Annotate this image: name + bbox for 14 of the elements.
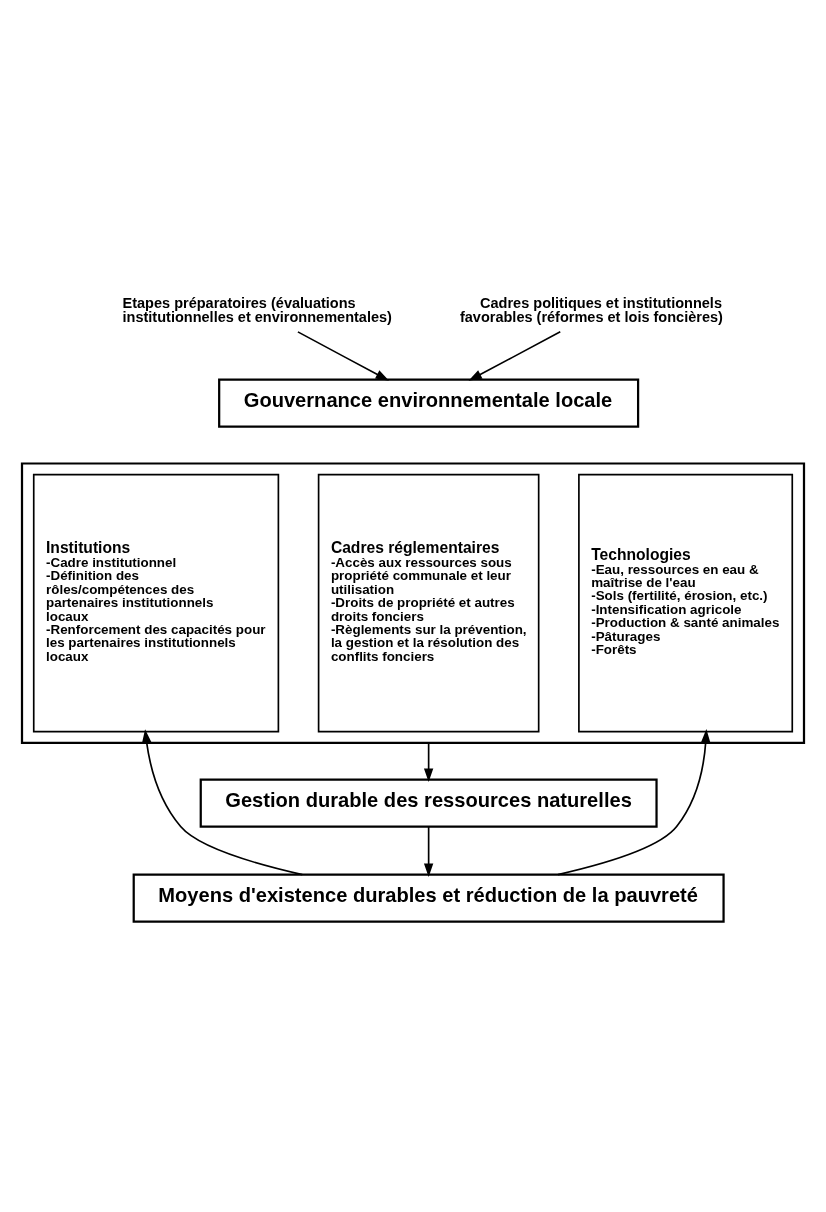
arrow	[423, 741, 434, 782]
arrow	[297, 330, 390, 381]
node-text: Etapes préparatoires (évaluations institutionnelles et environnementales)	[122, 294, 392, 325]
node-box: Institutions -Cadre institutionnel -Définition des rôles/compétences des partenaires institutionnels locaux -Renforcement des capacités pour les partenaires institutionnels locaux	[32, 473, 280, 732]
node-text: Cadres politiques et institutionnels favorables (réformes et lois foncières)	[459, 294, 723, 325]
node-box: Gouvernance environnementale locale	[218, 378, 640, 428]
arrow	[142, 728, 304, 875]
node-box: Cadres réglementaires -Accès aux ressources sous propriété communale et leur utilisation -Droits de propriété et autres droits fonciers -Règlements sur la prévention, la gestion et la résolution des conflits fonciers	[317, 473, 540, 732]
arrow	[468, 330, 562, 381]
node-box: Technologies -Eau, ressources en eau & maîtrise de l'eau -Sols (fertilité, érosion, etc.) -Intensification agricole -Production & santé animales -Pâturages -Forêts	[578, 473, 794, 732]
arrow	[557, 728, 711, 875]
node-box: Moyens d'existence durables et réduction de la pauvreté	[132, 873, 725, 923]
node-box: Gestion durable des ressources naturelles	[199, 778, 658, 828]
arrow	[423, 825, 434, 877]
